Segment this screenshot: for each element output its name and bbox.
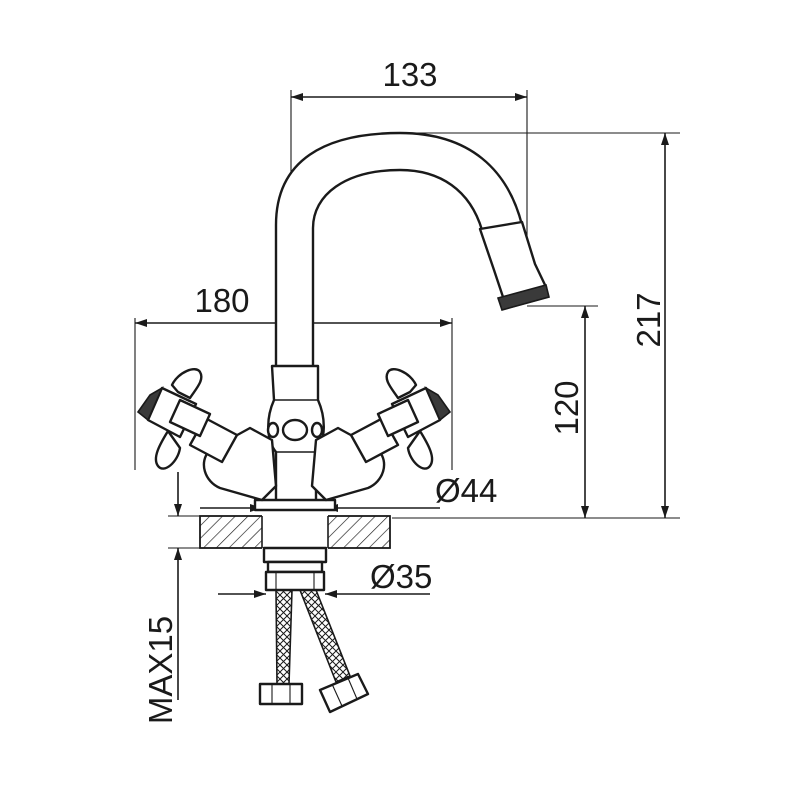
dimension-outlet-height: 120	[548, 380, 585, 435]
dimension-lines	[134, 90, 680, 700]
supply-hoses	[258, 589, 370, 714]
dimension-max-deck-thickness: MAX15	[142, 616, 179, 724]
dimension-shank-diameter: Ø35	[370, 558, 432, 595]
dimension-base-diameter: Ø44	[435, 472, 497, 509]
right-handle	[310, 368, 452, 502]
left-handle	[136, 368, 278, 502]
dimension-handle-span: 180	[194, 282, 249, 319]
dimension-overall-height: 217	[630, 292, 667, 347]
mounting-shank	[262, 546, 328, 592]
dimension-spout-reach: 133	[382, 56, 437, 93]
spout	[274, 131, 550, 370]
